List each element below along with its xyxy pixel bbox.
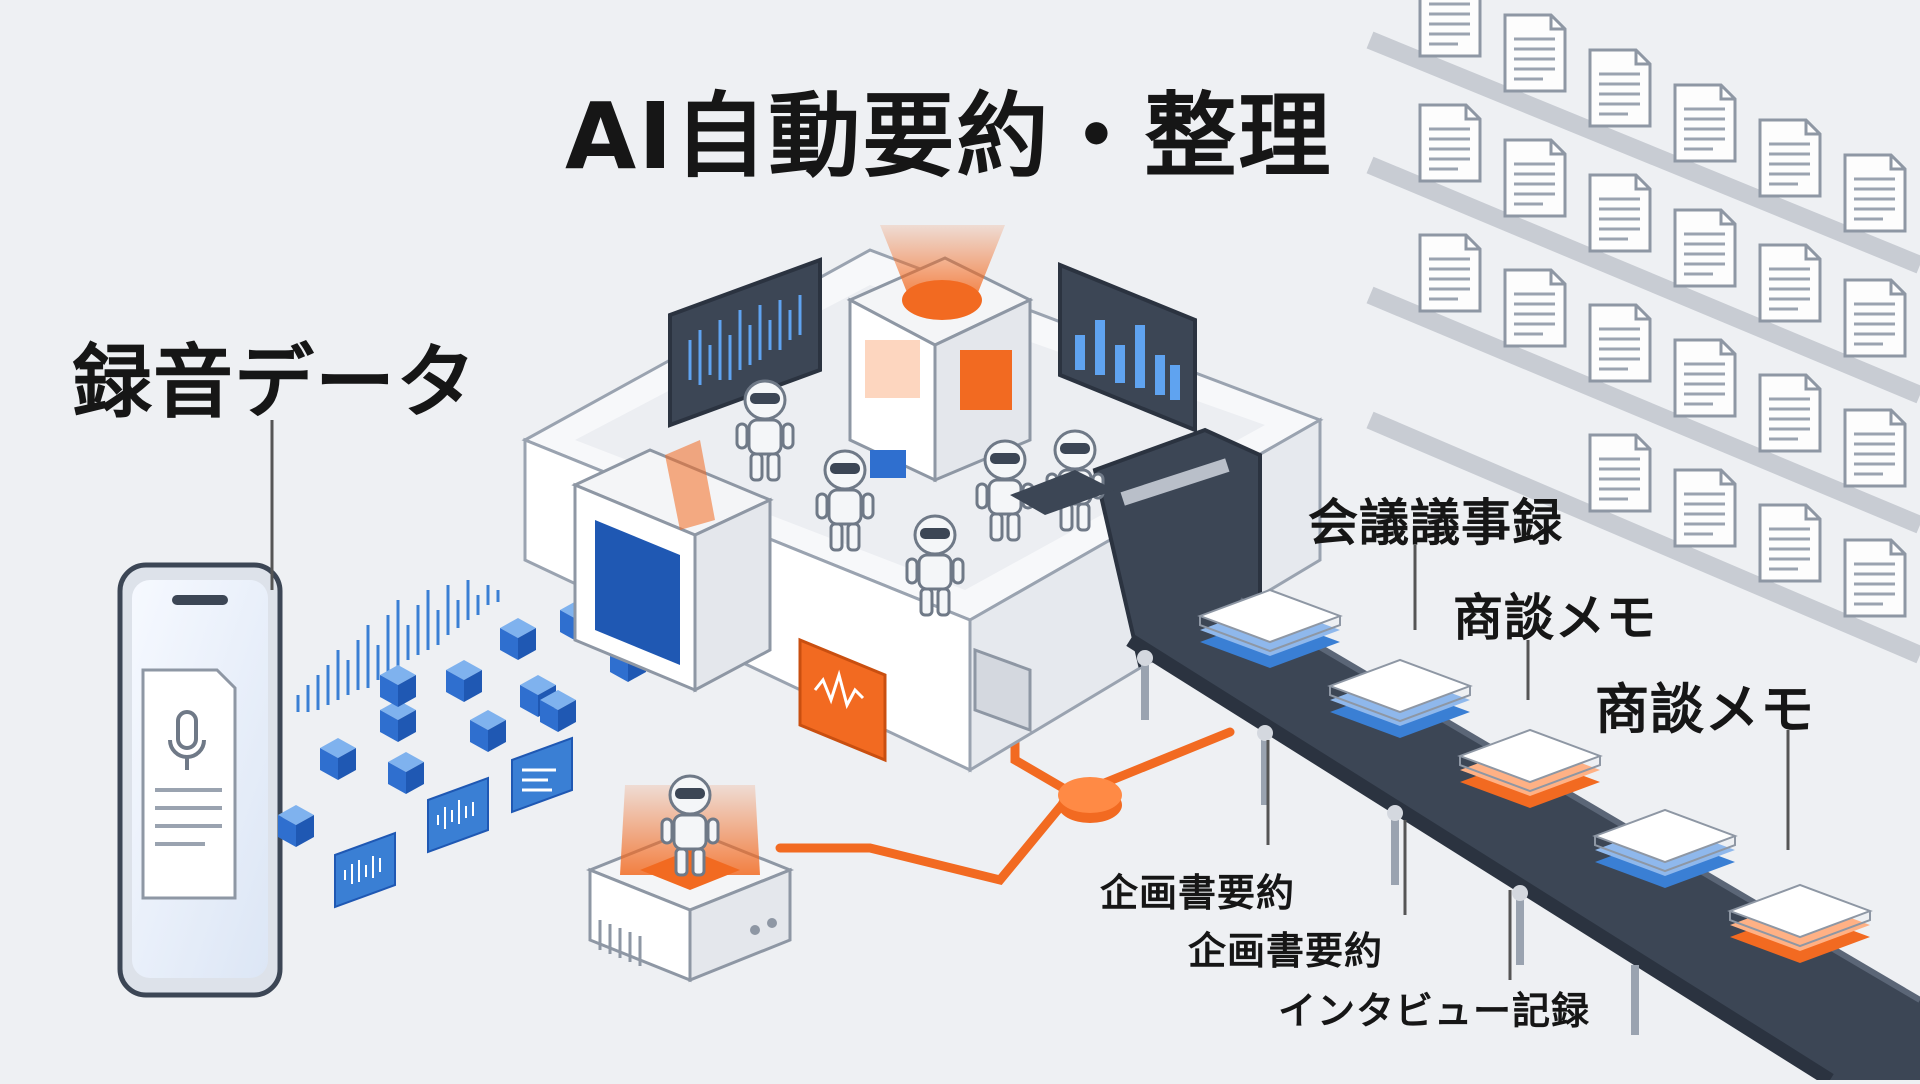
- workbench: [1010, 470, 1115, 515]
- conveyor-belt: [1126, 597, 1920, 1084]
- ai-machine: [521, 225, 1324, 773]
- page-title: AI自動要約・整理: [565, 83, 1333, 190]
- robot-pedestal: [585, 785, 795, 983]
- waveform-icon: [334, 736, 573, 909]
- output-label-interview-record: インタビュー記録: [1278, 989, 1591, 1033]
- document-stack: [1199, 589, 1871, 963]
- data-cube-carried: [870, 450, 906, 478]
- smartphone: [117, 562, 283, 998]
- output-label-sales-memo-2: 商談メモ: [1595, 678, 1815, 741]
- document-shelves: [1366, 0, 1920, 664]
- output-label-plan-summary: 企画書要約: [1100, 871, 1296, 915]
- output-label-sales-memo: 商談メモ: [1453, 589, 1657, 647]
- waveform-icon: [296, 580, 500, 712]
- output-label-plan-summary-2: 企画書要約: [1188, 929, 1384, 973]
- bar-chart-icon: [1058, 262, 1197, 433]
- microphone-icon: [168, 710, 206, 770]
- output-label-meeting-minutes: 会議議事録: [1308, 494, 1563, 552]
- input-label: 録音データ: [72, 336, 477, 429]
- output-leaders: [1266, 545, 1790, 980]
